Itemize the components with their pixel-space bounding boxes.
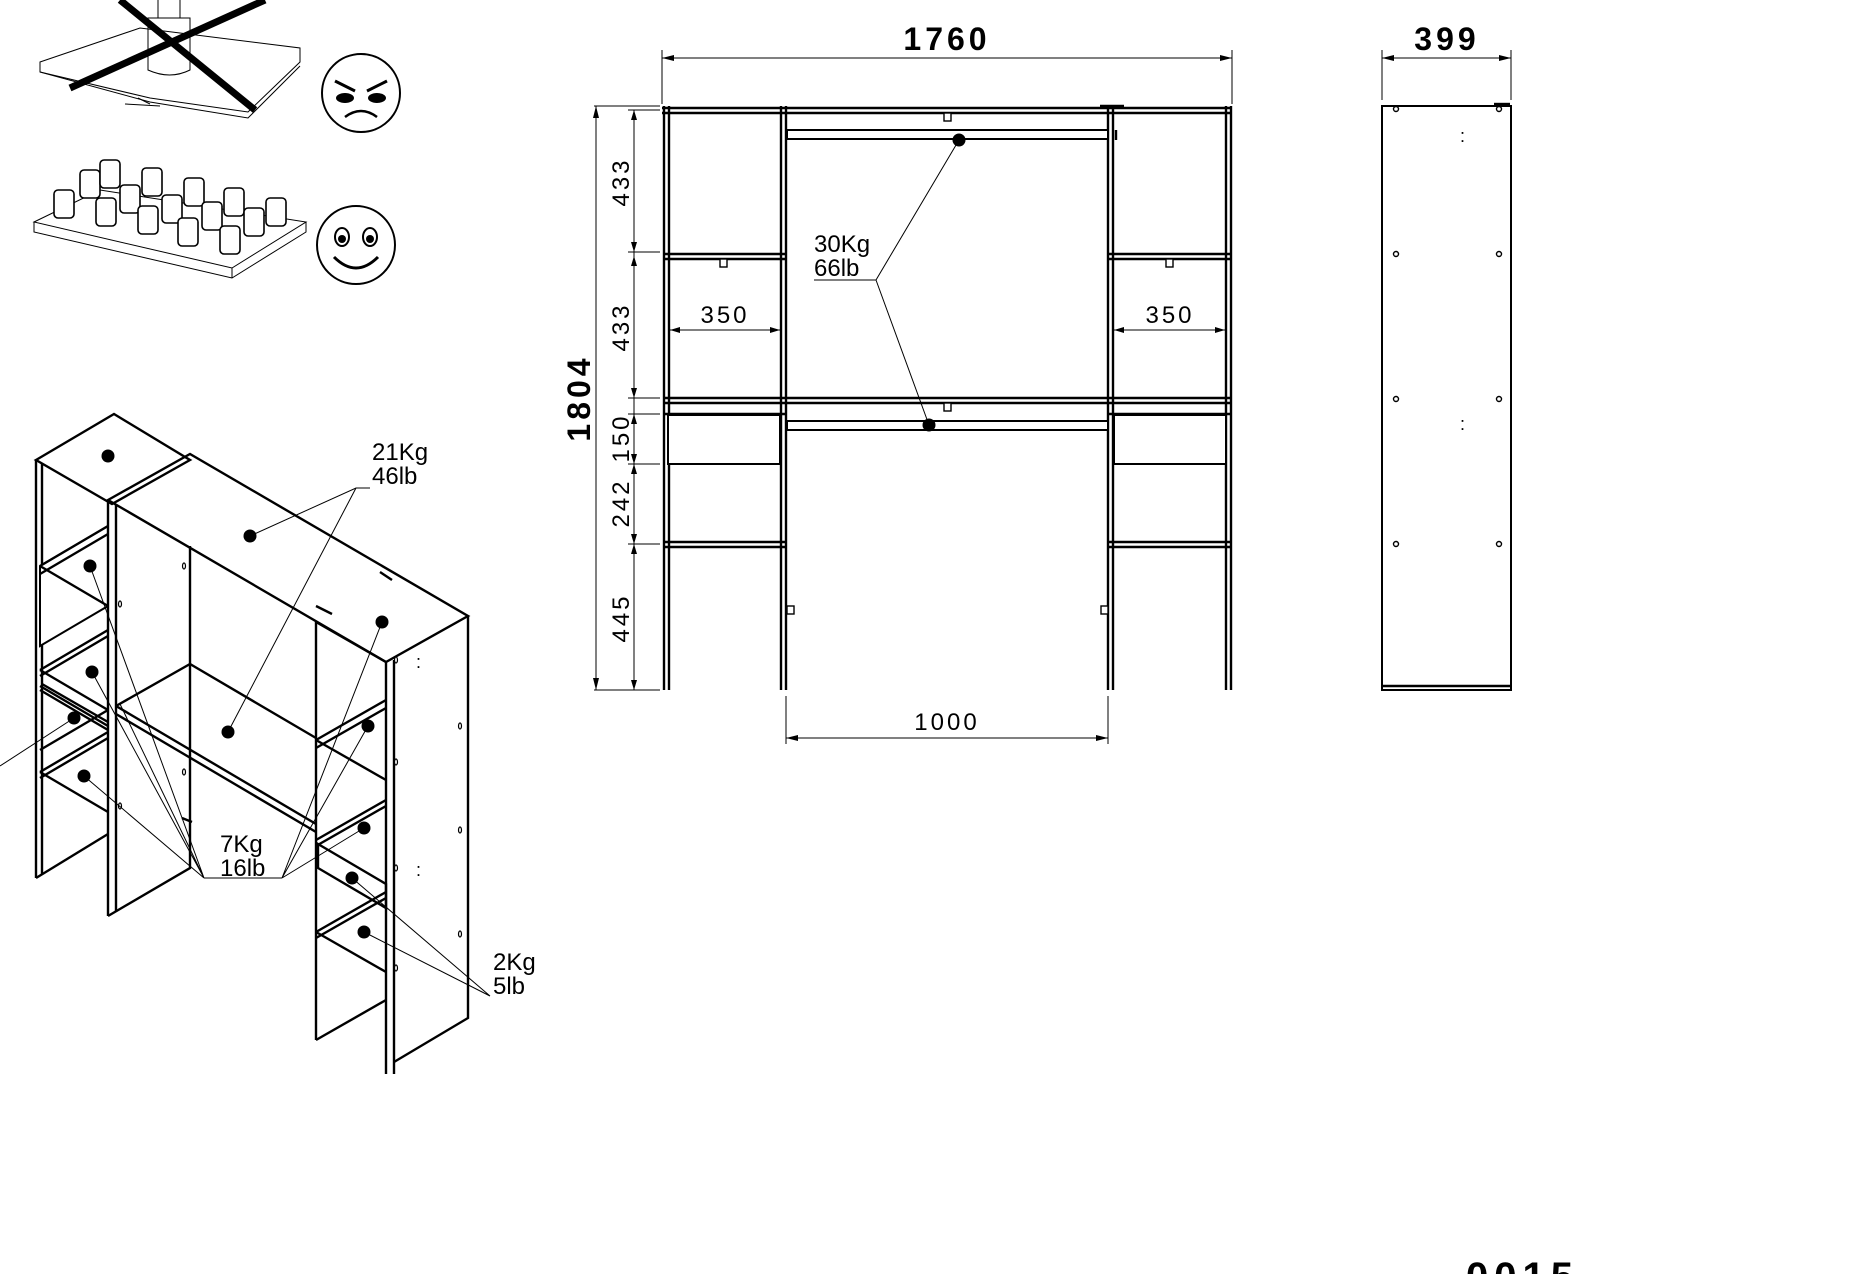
dimension-segment-5: 445: [608, 593, 635, 642]
distributed-load-figure: [32, 159, 308, 279]
dimension-segment-2: 433: [608, 302, 635, 351]
load-rail-kg: 30Kg: [814, 231, 870, 258]
dimension-total-height: 1804: [561, 354, 597, 441]
dimension-depth: 399: [1414, 21, 1479, 57]
cross-out-mark: [117, 0, 258, 113]
load-top-lb: 46lb: [372, 463, 417, 490]
angry-face-icon: [321, 53, 401, 133]
load-label-top: 21Kg 46lb: [372, 439, 428, 490]
smiling-face-icon: [316, 205, 396, 285]
dimension-total-width: 1760: [903, 21, 990, 57]
concentrated-load-figure: [39, 0, 301, 119]
weight-icon: [53, 159, 287, 255]
svg-text::: :: [416, 860, 421, 880]
load-rail-lb: 66lb: [814, 255, 859, 282]
svg-text::: :: [1460, 126, 1465, 146]
front-view: 1760 1804 433 433 150 242 445: [561, 21, 1233, 744]
load-label-rail: 30Kg 66lb: [814, 231, 870, 282]
dimension-segment-3: 150: [608, 413, 635, 462]
svg-text::: :: [416, 652, 421, 672]
side-view: 399 : :: [1381, 21, 1512, 691]
dimension-segment-4: 242: [608, 478, 635, 527]
cross-out-mark: [68, 0, 267, 92]
load-drawer-kg: 2Kg: [493, 949, 536, 976]
load-label-shelf: 7Kg 16lb: [220, 831, 265, 882]
svg-text::: :: [1460, 414, 1465, 434]
dimension-left-width: 350: [700, 302, 749, 329]
dimension-right-width: 350: [1145, 302, 1194, 329]
load-top-kg: 21Kg: [372, 439, 428, 466]
load-shelf-kg: 7Kg: [220, 831, 263, 858]
load-shelf-lb: 16lb: [220, 855, 265, 882]
load-warning-panel: [32, 0, 401, 285]
weight-icon: [147, 0, 191, 76]
dimension-center-opening: 1000: [914, 709, 979, 736]
document-code: 0015: [1466, 1255, 1579, 1274]
isometric-view: : : 21Kg 46lb: [0, 412, 536, 1074]
load-label-drawer: 2Kg 5lb: [493, 949, 536, 1000]
dimension-segment-1: 433: [608, 157, 635, 206]
load-drawer-lb: 5lb: [493, 973, 525, 1000]
